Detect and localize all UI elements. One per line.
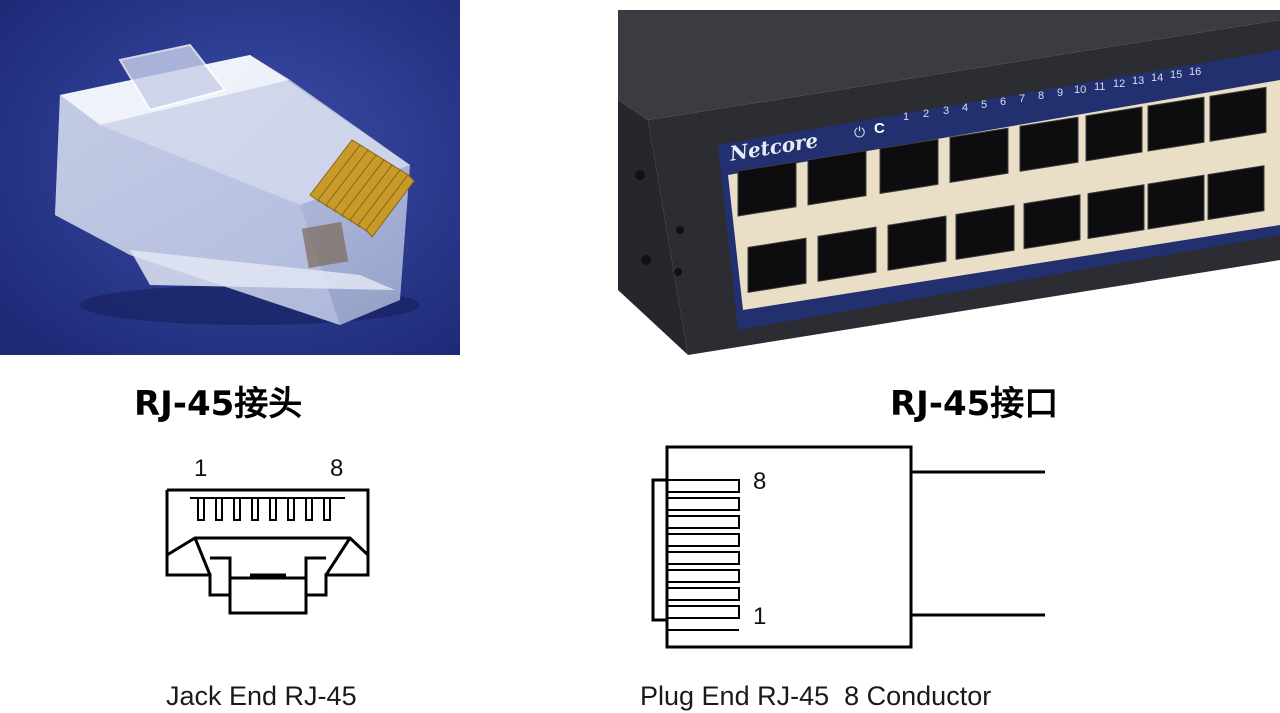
rj45-jack-caption: RJ-45接口 (890, 384, 1059, 424)
port-label: 3 (943, 105, 950, 117)
jack-pin-8-label: 8 (330, 455, 344, 482)
plug-end-diagram: 8 1 (645, 440, 1055, 655)
power-icon: ⏻ (854, 124, 866, 140)
port-label: 9 (1057, 87, 1064, 99)
status-c-label: C (874, 120, 885, 137)
plug-pin-1-label: 1 (753, 603, 767, 630)
plug-pin-8-label: 8 (753, 468, 767, 495)
port-label: 11 (1094, 81, 1106, 93)
port-label: 4 (962, 102, 969, 114)
port-label: 14 (1151, 72, 1164, 84)
port-label: 10 (1074, 84, 1087, 96)
port-label: 6 (1000, 96, 1007, 108)
port-label: 2 (923, 108, 930, 120)
jack-pin-1-label: 1 (194, 455, 208, 482)
port-label: 8 (1038, 90, 1045, 102)
port-label: 12 (1113, 78, 1126, 90)
port-label: 15 (1170, 69, 1183, 81)
port-label: 16 (1189, 66, 1202, 78)
rj45-plug-photo (0, 0, 460, 355)
jack-end-diagram: 1 8 (160, 450, 380, 620)
jack-end-caption: Jack End RJ-45 (166, 681, 357, 711)
rj45-switch-photo: Netcore ⏻ C 1 2 3 4 5 6 7 8 9 10 11 12 1… (618, 10, 1280, 362)
port-number-labels: 1 2 3 4 5 6 7 8 9 10 11 12 13 14 15 16 (900, 66, 1220, 140)
port-label: 7 (1019, 93, 1026, 105)
plug-end-caption: Plug End RJ-45 8 Conductor (640, 681, 992, 711)
rj45-plug-caption: RJ-45接头 (134, 384, 303, 424)
port-label: 13 (1132, 75, 1145, 87)
ethernet-ports (737, 86, 1267, 293)
port-label: 1 (903, 111, 910, 123)
port-label: 5 (981, 99, 988, 111)
